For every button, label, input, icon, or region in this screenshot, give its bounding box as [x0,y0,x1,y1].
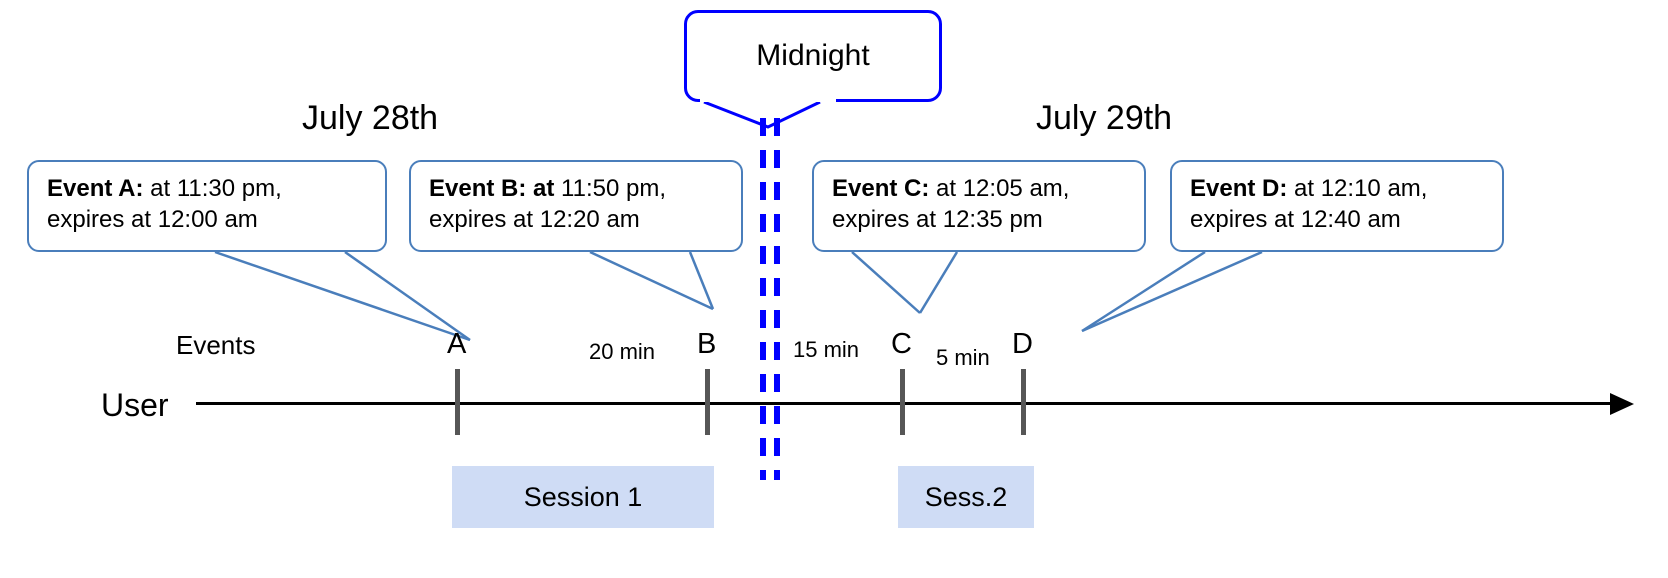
midnight-dashed-line-right [774,118,780,480]
marker-tick-c [900,369,905,435]
gap-label-ab: 20 min [589,339,656,364]
callout-event-b-bold: Event B: at [429,175,555,202]
callout-event-d-line1: Event D: at 12:10 am, [1190,174,1488,205]
callout-event-a-line1: Event A: at 11:30 pm, [47,174,371,205]
marker-label-a: A [447,328,467,360]
callout-midnight-tail [700,99,836,129]
callout-event-a-line2: expires at 12:00 am [47,205,258,233]
session-1-label: Session 1 [523,481,643,512]
gap-label-bc: 15 min [793,337,860,362]
callout-event-d-bold: Event D: [1190,175,1288,202]
callout-event-d-rest: at 12:10 am, [1287,175,1428,202]
timeline-arrow-icon [1610,393,1634,415]
callout-event-c-line2: expires at 12:35 pm [832,205,1043,233]
session-2-label: Sess.2 [924,481,1008,512]
callout-event-d: Event D: at 12:10 am, expires at 12:40 a… [1170,160,1504,252]
marker-label-b: B [697,328,717,360]
events-row-label: Events [176,330,256,360]
callout-event-c-line1: Event C: at 12:05 am, [832,174,1130,205]
callout-midnight: Midnight [684,10,942,102]
marker-tick-b [705,369,710,435]
callout-event-d-line2: expires at 12:40 am [1190,205,1401,233]
session-box-1: Session 1 [452,466,714,528]
callout-event-a: Event A: at 11:30 pm, expires at 12:00 a… [27,160,387,252]
date-label-left: July 28th [302,99,439,137]
marker-label-d: D [1012,328,1033,360]
session-box-2: Sess.2 [898,466,1034,528]
marker-tick-a [455,369,460,435]
marker-tick-d [1021,369,1026,435]
gap-label-cd: 5 min [936,345,990,370]
midnight-dashed-line-left [760,118,766,480]
user-row-label: User [101,387,169,423]
callout-event-b: Event B: at 11:50 pm, expires at 12:20 a… [409,160,743,252]
callout-event-a-bold: Event A: [47,175,144,202]
callout-midnight-label: Midnight [756,38,870,72]
callout-event-c-rest: at 12:05 am, [929,175,1070,202]
callout-event-a-rest: at 11:30 pm, [143,175,282,202]
callout-event-b-rest: 11:50 pm, [554,175,666,202]
callout-event-b-line1: Event B: at 11:50 pm, [429,174,727,205]
marker-label-c: C [891,328,912,360]
date-label-right: July 29th [1036,99,1173,137]
callout-event-c: Event C: at 12:05 am, expires at 12:35 p… [812,160,1146,252]
callout-event-c-bold: Event C: [832,175,930,202]
callout-event-b-line2: expires at 12:20 am [429,205,640,233]
